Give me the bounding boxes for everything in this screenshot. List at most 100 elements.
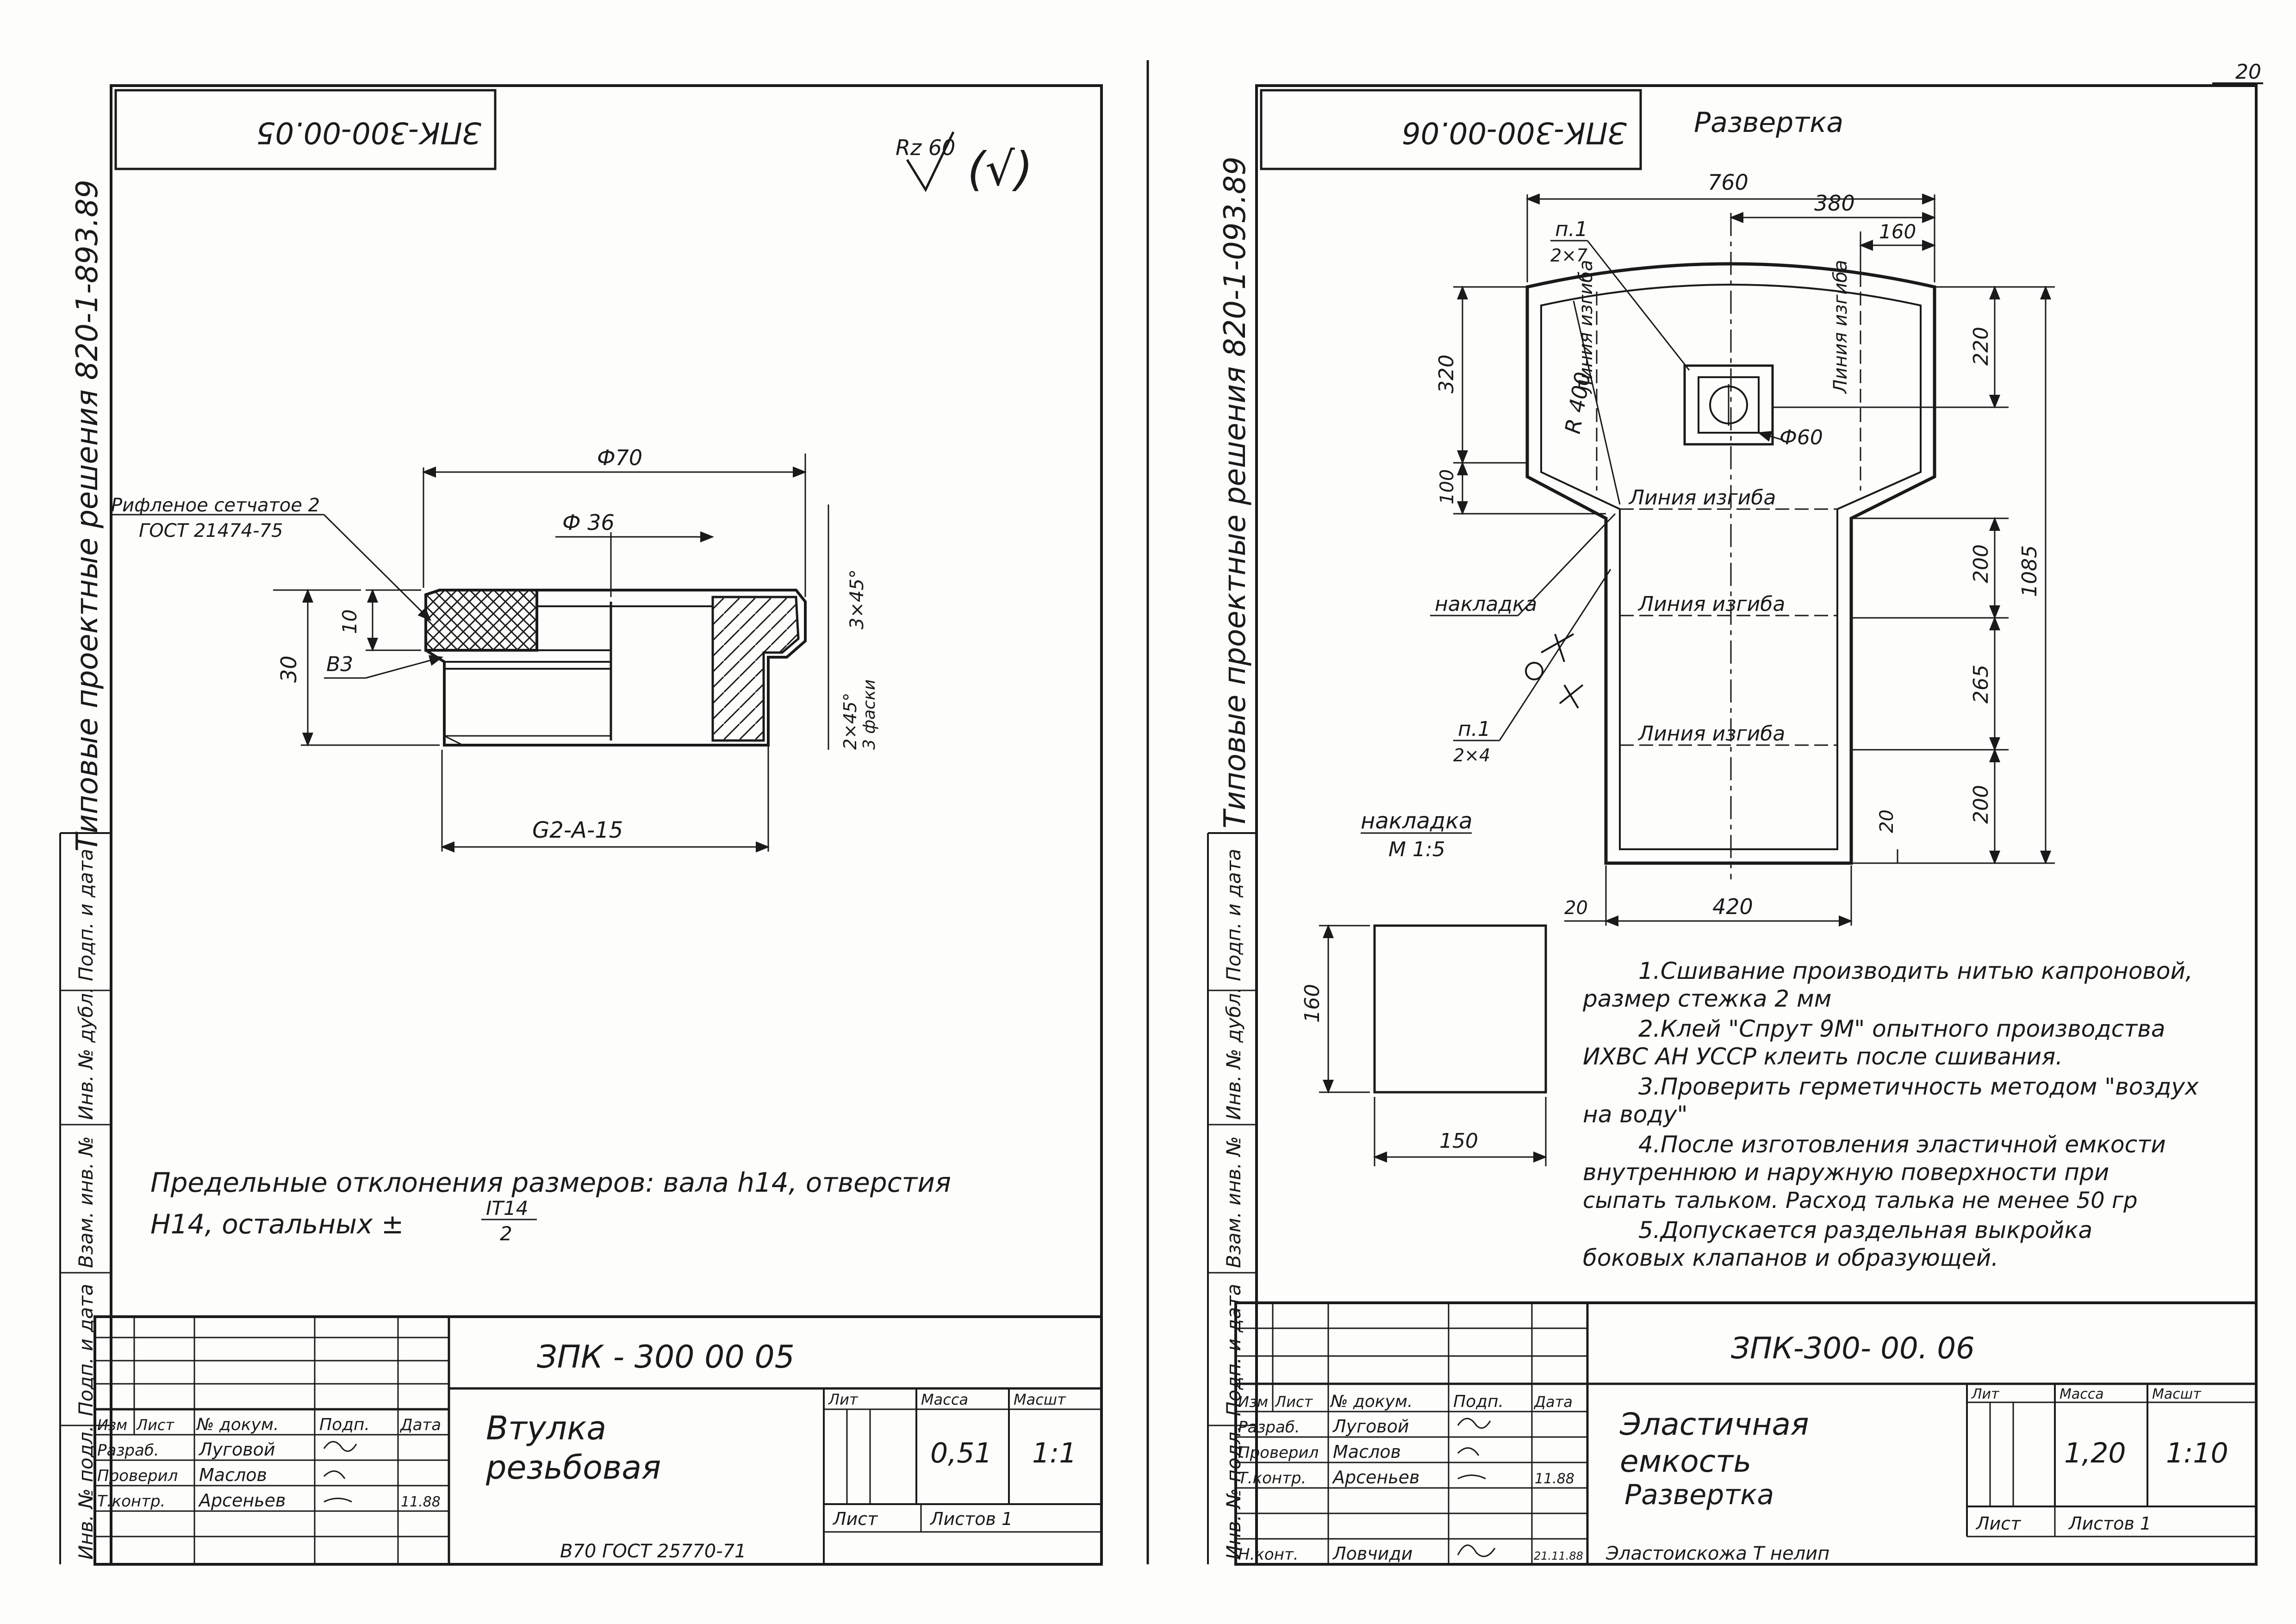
left-material: В70 ГОСТ 25770-71 [560, 1541, 746, 1562]
left-vlabel-3: Взам. инв. № [75, 1136, 97, 1268]
left-side-label: Типовые проектные решения 820-1-893.89 [70, 180, 105, 852]
tolerance-frac-bottom: 2 [500, 1222, 512, 1245]
dim-380: 380 [1814, 191, 1855, 216]
gost-label: ГОСТ 21474-75 [139, 520, 283, 541]
pad-dim-160: 160 [1300, 984, 1324, 1023]
left-col-list: Лист [136, 1416, 174, 1434]
left-mass: 0,51 [930, 1437, 992, 1469]
left-role1: Разраб. [97, 1441, 159, 1460]
thread-label: G2-A-15 [532, 817, 623, 843]
right-vlabel-1: Подп. и дата [1222, 849, 1245, 981]
right-side-label: Типовые проектные решения 820-1-093.89 [1218, 156, 1252, 828]
left-vlabel-1: Подп. и дата [75, 849, 97, 981]
b3-label: В3 [326, 653, 353, 676]
roughness-mark: Rz 60 (√) [896, 131, 1033, 196]
p1-top: п.1 [1555, 218, 1588, 241]
dim-30: 30 [276, 655, 301, 683]
right-date3: 11.88 [1535, 1471, 1574, 1487]
note-11: боковых клапанов и образующей. [1583, 1244, 1998, 1271]
tolerance-line2: H14, остальных ± [150, 1208, 404, 1240]
pad-detail: накладка М 1:5 160 150 [1300, 808, 1547, 1166]
right-stamp-designation: ЗПК-300- 00. 06 [1731, 1332, 1975, 1366]
left-sheet: ЗПК-300-00.05 Типовые проектные решения … [59, 84, 1103, 1566]
right-title-block: Изм Лист № докум. Подп. Дата Разраб. Луг… [1234, 1301, 2258, 1566]
dim-320: 320 [1435, 355, 1458, 393]
left-designation-rotated: ЗПК-300-00.05 [256, 115, 481, 149]
right-role1: Разраб. [1238, 1418, 1300, 1437]
tolerance-line1: Предельные отклонения размеров: вала h14… [150, 1167, 951, 1198]
right-scale: 1:10 [2166, 1437, 2228, 1469]
dim-20-left: 20 [1564, 897, 1588, 919]
bend-line-1: Линия изгиба [1628, 486, 1776, 510]
note-1: 1.Сшивание производить нитью капроновой, [1638, 958, 2193, 984]
dim-1085: 1085 [2018, 545, 2041, 597]
left-mass-label: Масса [921, 1391, 968, 1408]
right-name4: Ловчиди [1332, 1543, 1412, 1564]
left-signatures [323, 1441, 357, 1503]
right-mass-label: Масса [2060, 1386, 2104, 1402]
tolerance-note: Предельные отклонения размеров: вала h14… [150, 1167, 951, 1245]
note-8: внутреннюю и наружную поверхности при [1583, 1159, 2109, 1186]
p1-bottom-stitch: 2×4 [1453, 745, 1490, 765]
right-date4: 21.11.88 [1534, 1549, 1583, 1562]
chamfer-2x45: 2×45° [840, 693, 860, 750]
dim-dia36: Ф 36 [562, 510, 615, 535]
left-sheets-label: Листов 1 [929, 1509, 1013, 1529]
left-date3: 11.88 [401, 1494, 441, 1510]
left-scale-label: Масшт [1014, 1391, 1066, 1408]
note-4: ИХВС АН УССР клеить после сшивания. [1583, 1043, 2063, 1070]
radius-r400: R 400 [1560, 370, 1596, 436]
right-stamp-name1: Эластичная [1619, 1406, 1809, 1442]
right-role4: Н.конт. [1238, 1545, 1299, 1564]
note-3: 2.Клей "Спрут 9М" опытного производства [1638, 1015, 2165, 1042]
dim-265: 265 [1969, 665, 1993, 703]
right-role3: Т.контр. [1238, 1469, 1306, 1487]
right-vlabel-2: Инв. № дубл. [1222, 987, 1245, 1120]
p1-top-stitch: 2×7 [1550, 245, 1587, 266]
page-number: 20 [2235, 60, 2261, 84]
right-designation-rotated: ЗПК-300-00.06 [1402, 115, 1627, 149]
dim-100: 100 [1437, 469, 1458, 504]
right-sheet: ЗПК-300-00.06 Развертка Типовые проектны… [1207, 84, 2258, 1566]
bend-line-3: Линия изгиба [1637, 722, 1785, 746]
left-role3: Т.контр. [97, 1492, 165, 1511]
dim-10: 10 [338, 610, 361, 634]
left-scale: 1:1 [1032, 1437, 1077, 1469]
left-stamp-name2: резьбовая [485, 1449, 661, 1487]
left-col-date: Дата [399, 1416, 441, 1434]
left-sheet-label: Лист [832, 1509, 878, 1529]
bend-line-2: Линия изгиба [1637, 592, 1785, 616]
note-10: 5.Допускается раздельная выкройка [1638, 1217, 2092, 1244]
bend-line-vertical-right: Линия изгиба [1830, 260, 1851, 394]
right-vlabel-3: Взам. инв. № [1222, 1136, 1245, 1268]
roughness-general: (√) [967, 142, 1033, 196]
overlay-label: накладка [1435, 592, 1537, 616]
right-col-izm: Изм [1238, 1393, 1268, 1411]
right-signatures [1457, 1418, 1496, 1557]
right-sheet-label: Лист [1975, 1513, 2022, 1534]
left-designation-box [114, 89, 497, 170]
left-stamp-name1: Втулка [486, 1409, 606, 1447]
dim-220: 220 [1969, 327, 1993, 366]
right-vlabel-4: Подп. и дата [1222, 1284, 1245, 1416]
left-col-doc: № докум. [196, 1415, 279, 1434]
left-stamp-designation: ЗПК - 300 00 05 [537, 1339, 795, 1375]
note-5: 3.Проверить герметичность методом "возду… [1638, 1073, 2199, 1100]
right-vlabel-5: Инв. № подл. [1222, 1425, 1245, 1560]
left-vlabel-5: Инв. № подл. [75, 1425, 97, 1560]
right-name3: Арсеньев [1332, 1467, 1419, 1487]
left-col-izm: Изм [97, 1416, 127, 1434]
left-lit: Лит [828, 1391, 859, 1408]
note-2: размер стежка 2 мм [1582, 985, 1831, 1012]
left-vlabel-4: Подп. и дата [75, 1284, 97, 1416]
left-vlabel-2: Инв. № дубл. [75, 987, 97, 1120]
right-name1: Луговой [1332, 1416, 1409, 1437]
dim-200-b: 200 [1969, 785, 1993, 824]
right-frame [1255, 84, 2258, 1304]
p1-bottom: п.1 [1458, 717, 1491, 741]
right-material: Эластоискожа Т нелип [1605, 1543, 1829, 1564]
note-7: 4.После изготовления эластичной емкости [1638, 1131, 2166, 1158]
right-col-date: Дата [1533, 1393, 1573, 1411]
